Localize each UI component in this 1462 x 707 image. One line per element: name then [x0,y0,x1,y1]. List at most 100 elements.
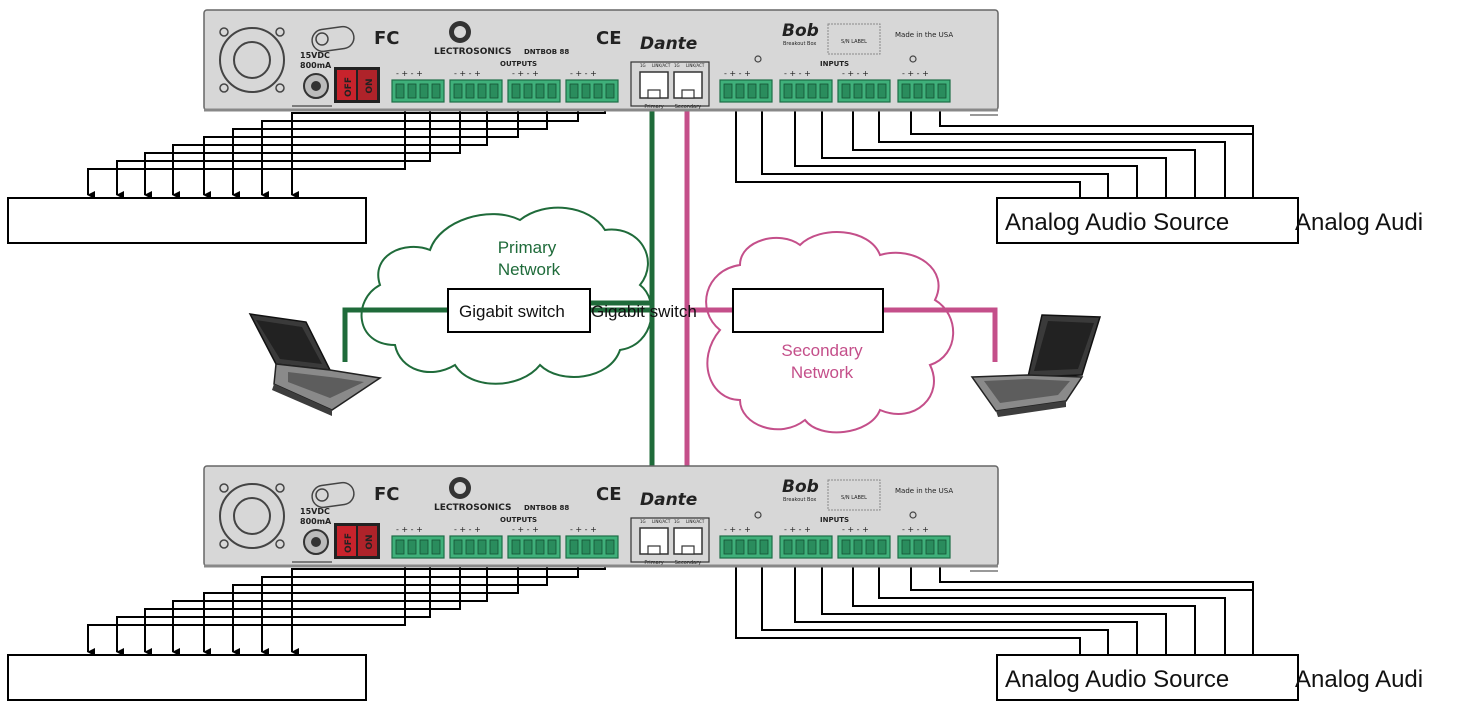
input-terminal-block [897,535,951,559]
terminal-screw [453,539,463,555]
port-secondary-label: Secondary [675,104,702,110]
laptop-icon [970,314,1102,417]
polarity-marks: - + - + [512,69,539,78]
terminal-screw [395,539,405,555]
terminal-screw [723,83,733,99]
dante-logo: Dante [640,34,697,54]
serial-label-text: S/N LABEL [841,495,867,501]
ethernet-port-secondary-latch [681,89,695,99]
port-tag-label: LINK/ACT [652,63,671,68]
terminal-screw [759,539,769,555]
output-wire [232,561,548,656]
terminal-screw [795,83,805,99]
top-analog-source-label: Analog Audio Source [1005,209,1229,236]
terminal-screw [913,539,923,555]
indicator-led [909,511,917,519]
primary-network-label-line1: Primary [498,238,557,257]
output-wire [116,105,431,199]
mount-hole [219,483,229,493]
fan-vent-icon [219,27,285,93]
terminal-screw [581,83,591,99]
input-wire [910,103,1254,198]
terminal-screw [865,83,875,99]
port-primary-label: Primary [644,560,663,566]
input-wire [794,559,1138,655]
secondary-network-label-line2: Network [791,363,854,382]
primary-network-cloud [360,206,653,385]
power-switch-off-half [337,526,356,556]
port-tag-label: LINK/ACT [652,519,671,524]
output-wire [144,105,461,199]
terminal-screw [395,83,405,99]
polarity-marks: - + - + [902,69,929,78]
input-wire [878,103,1226,198]
terminal-screw [913,83,923,99]
terminal-screw [877,83,887,99]
port-tag-label: 1G [674,63,680,68]
terminal-screw [407,539,417,555]
terminal-screw [569,83,579,99]
terminal-screw [901,83,911,99]
polarity-marks: - + - + [784,69,811,78]
terminal-screw [605,539,615,555]
output-terminal-block [391,79,445,103]
outputs-label: OUTPUTS [500,516,537,524]
mount-hole [275,27,285,37]
output-terminal-block [391,535,445,559]
terminal-screw [759,83,769,99]
input-terminal-block [837,535,891,559]
input-terminal-block [719,79,773,103]
terminal-screw [925,83,935,99]
polarity-marks: - + - + [724,525,751,534]
power-switch-on-label: ON [365,78,375,93]
ce-logo: CE [596,484,622,505]
polarity-marks: - + - + [724,69,751,78]
serial-label-text: S/N LABEL [841,39,867,45]
indicator-led [909,55,917,63]
mount-hole [275,483,285,493]
power-switch-off-label: OFF [344,533,354,553]
polarity-marks: - + - + [842,69,869,78]
model-label: DNTBOB 88 [524,48,569,56]
output-wire [87,561,406,656]
terminal-screw [581,539,591,555]
terminal-screw [511,539,521,555]
laptop-icon [248,313,383,416]
polarity-marks: - + - + [396,69,423,78]
polarity-marks: - + - + [454,69,481,78]
power-current-label: 800mA [300,61,332,70]
terminal-screw [841,539,851,555]
terminal-screw [807,83,817,99]
mount-hole [219,27,229,37]
input-wire [852,559,1196,655]
model-label: DNTBOB 88 [524,504,569,512]
port-secondary-label: Secondary [675,560,702,566]
bob-subtitle: Breakout Box [783,41,816,47]
bottom-analog-source-box: Analog Audio Source Analog Audi [996,654,1423,701]
output-wire [232,105,548,199]
output-wire [116,561,431,656]
input-wire [939,559,1254,655]
terminal-screw [465,539,475,555]
terminal-screw [723,539,733,555]
secondary-network-cables [684,97,998,528]
terminal-screw [937,539,947,555]
input-wire [852,103,1196,198]
top-output-wiring [87,105,606,199]
mount-hole [275,83,285,93]
terminal-screw [783,539,793,555]
fcc-logo: FC [374,484,400,505]
port-tag-label: 1G [640,519,646,524]
output-wire [87,105,406,199]
made-in-usa-label: Made in the USA [895,487,953,495]
port-tag-label: 1G [674,519,680,524]
bottom-input-wiring [735,559,1254,655]
ethernet-port-frame [630,517,710,563]
output-terminal-block [507,535,561,559]
polarity-marks: - + - + [902,525,929,534]
terminal-screw [853,83,863,99]
power-switch-on-label: ON [365,534,375,549]
terminal-screw [795,539,805,555]
polarity-marks: - + - + [842,525,869,534]
